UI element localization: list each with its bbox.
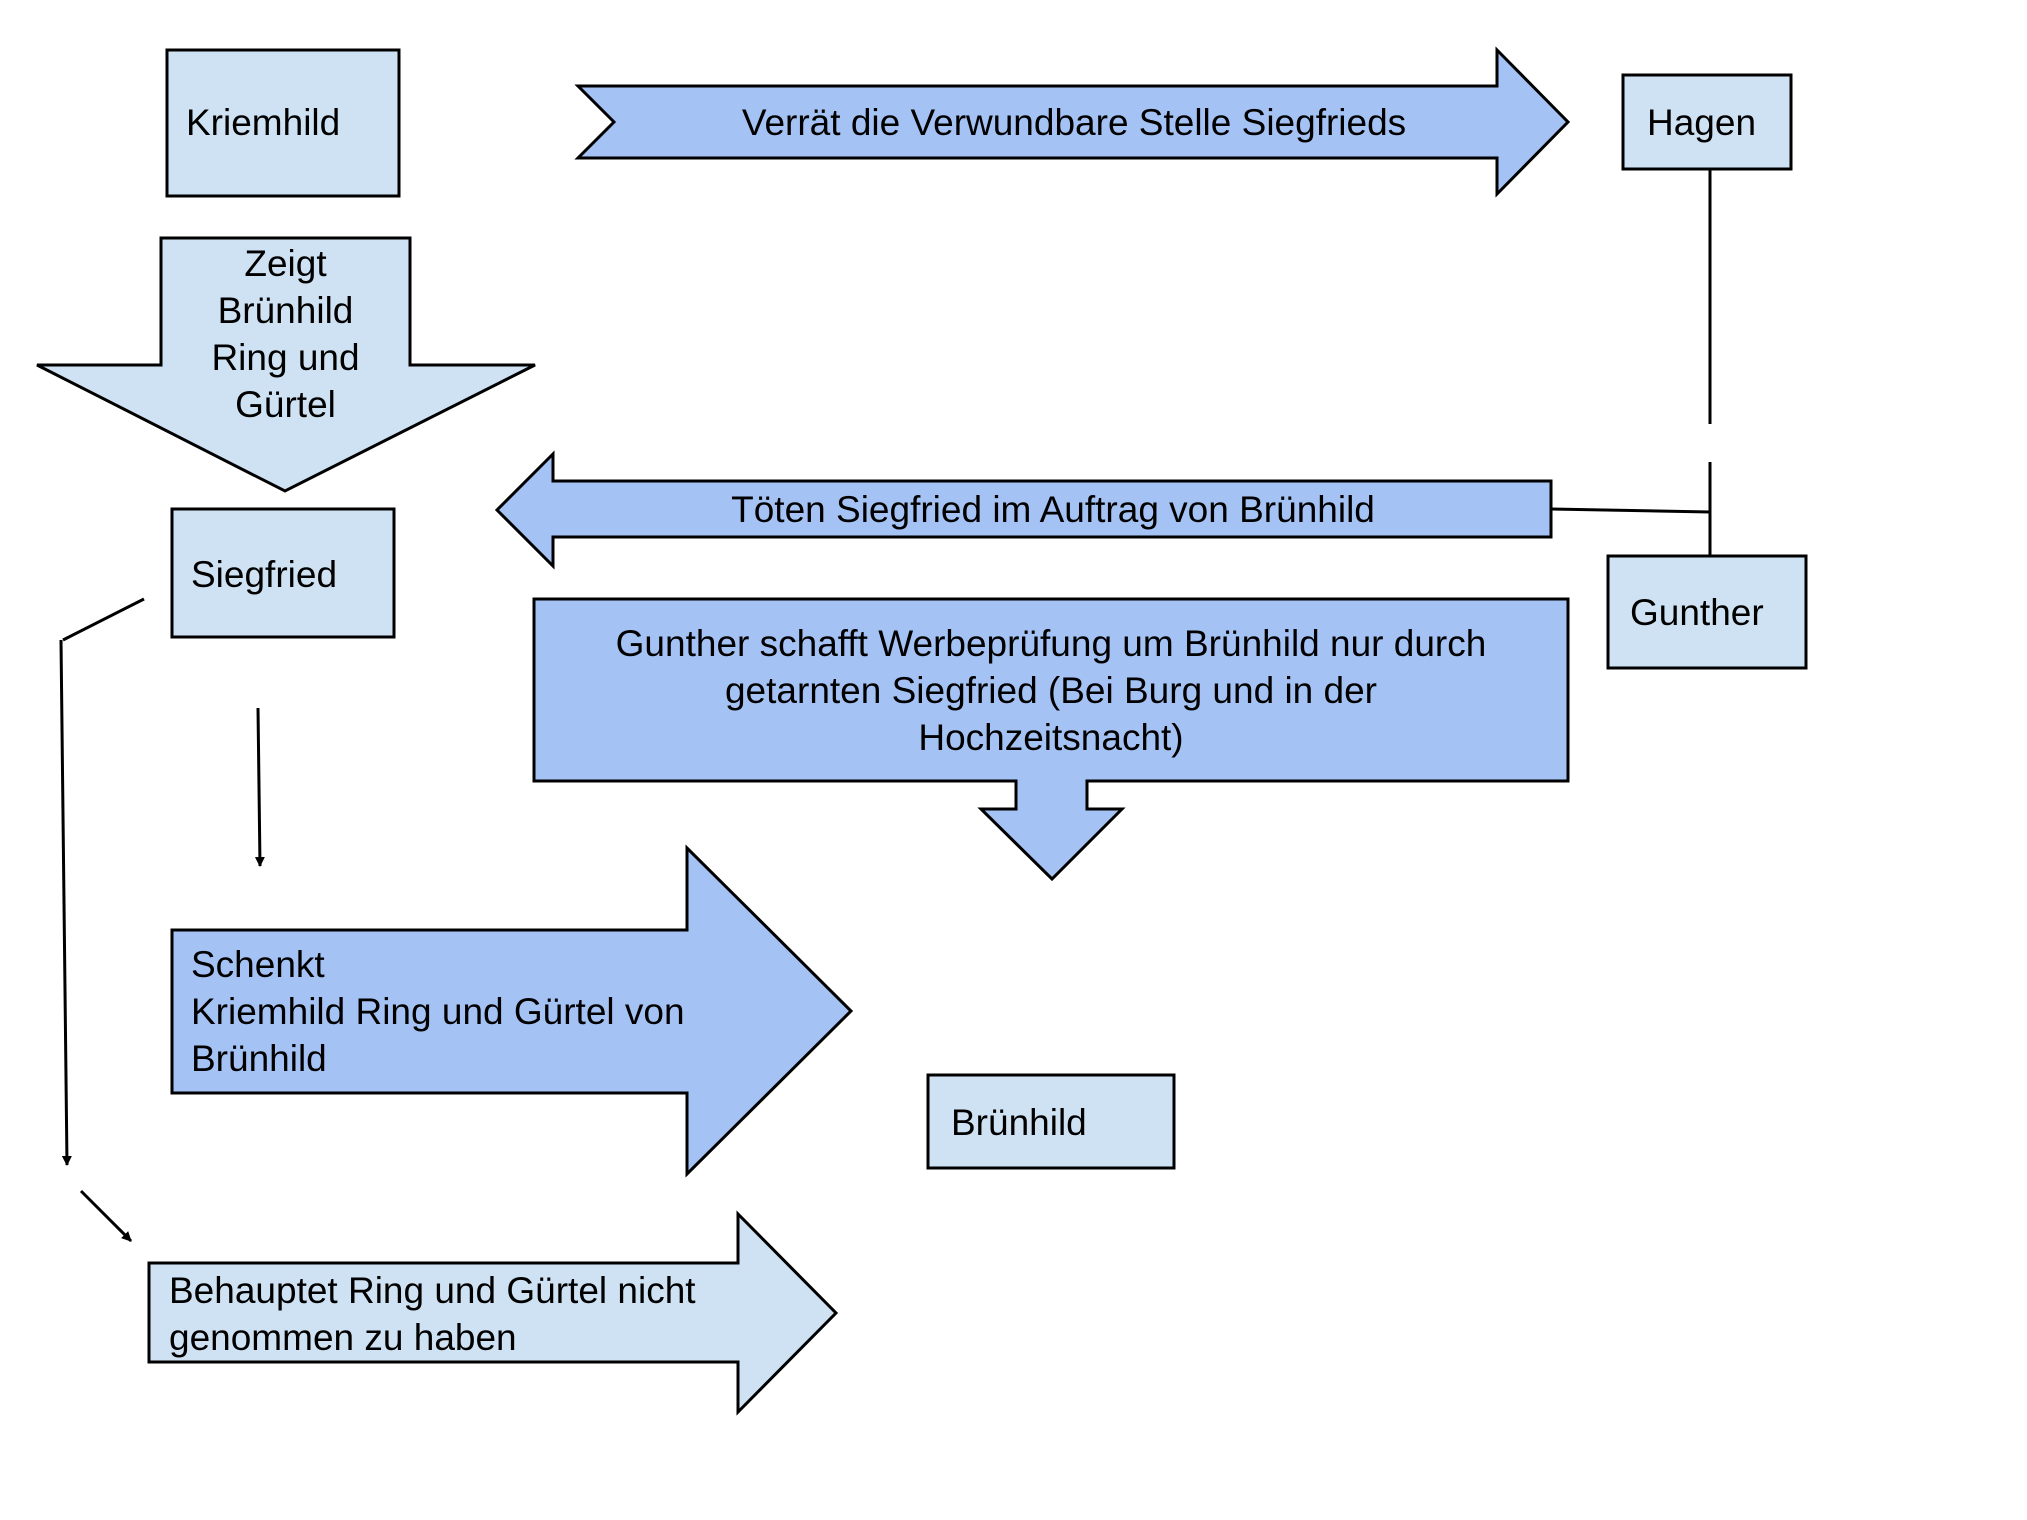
gunther-to-kill-arrow-line: [1550, 507, 1711, 514]
betrayal-arrow: [574, 46, 1571, 198]
wooing-test-arrow: [532, 597, 1570, 882]
siegfried-left-down-arrow: [59, 639, 72, 1166]
gift-arrow: [170, 844, 854, 1178]
denial-arrow: [147, 1210, 839, 1416]
kriemhild-label: Kriemhild: [186, 102, 341, 143]
gunther-label: Gunther: [1630, 592, 1764, 633]
hagen-box: [1621, 73, 1793, 171]
kill-siegfried-arrow-label: Töten Siegfried im Auftrag von Brünhild: [731, 489, 1375, 530]
kriemhild-box: [165, 48, 401, 198]
gunther-box: [1606, 554, 1808, 670]
bruenhild-box: [926, 1073, 1176, 1170]
betrayal-arrow-label: Verrät die Verwundbare Stelle Siegfrieds: [741, 102, 1407, 143]
siegfried-box: [170, 507, 396, 639]
bruenhild-label: Brünhild: [951, 1102, 1087, 1143]
hagen-label: Hagen: [1647, 102, 1757, 143]
gift-arrow-label: Schenkt Kriemhild Ring und Gürtel von Br…: [191, 944, 685, 1079]
show-ring-arrow-label: Zeigt Brünhild Ring und Gürtel: [211, 243, 360, 425]
show-ring-arrow: [36, 236, 536, 493]
kill-siegfried-arrow: [494, 450, 1553, 570]
wooing-test-arrow-label: Gunther schafft Werbeprüfung um Brünhild…: [615, 623, 1487, 758]
denial-arrow-label: Behauptet Ring und Gürtel nicht genommen…: [169, 1270, 696, 1358]
siegfried-label: Siegfried: [191, 554, 338, 595]
siegfried-down-arrow: [254, 707, 265, 867]
denial-pointer-arrow: [79, 1189, 133, 1243]
siegfried-branch-line: [62, 597, 145, 642]
